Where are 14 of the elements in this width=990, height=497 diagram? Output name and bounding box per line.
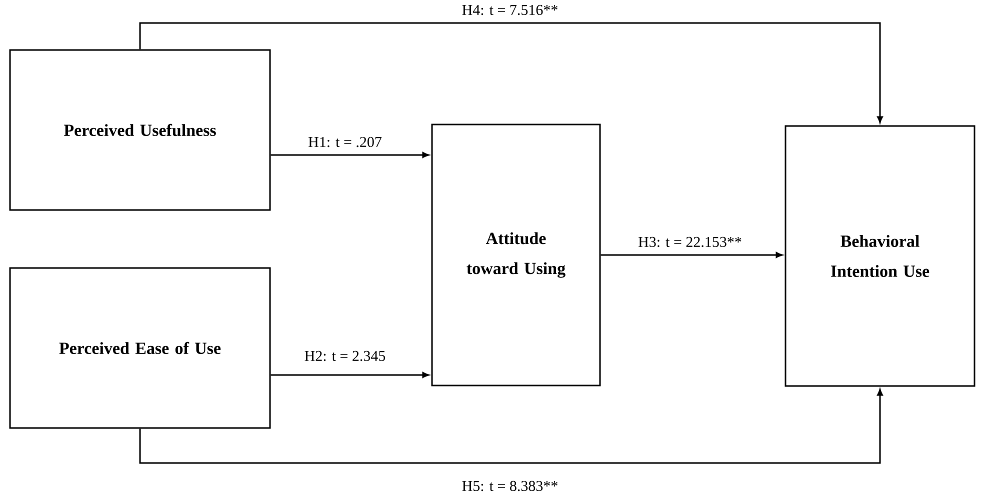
edge-label: H2: t = 2.345: [303, 350, 387, 362]
edge-label: H1: t = .207: [307, 136, 383, 148]
arrow: [270, 152, 430, 158]
construct-box: Behavioral Intention Use: [784, 125, 976, 387]
arrow: [270, 372, 430, 378]
construct-box: Perceived Usefulness: [9, 49, 271, 211]
edge-label: H4: t = 7.516**: [460, 4, 560, 16]
arrow: [139, 22, 883, 123]
arrow: [600, 252, 783, 258]
edge-label: H3: t = 22.153**: [637, 236, 743, 248]
construct-box: Attitude toward Using: [431, 124, 601, 386]
construct-box: Perceived Ease of Use: [9, 267, 271, 429]
edge-label: H5: t = 8.383**: [460, 480, 560, 492]
arrow: [139, 388, 883, 464]
